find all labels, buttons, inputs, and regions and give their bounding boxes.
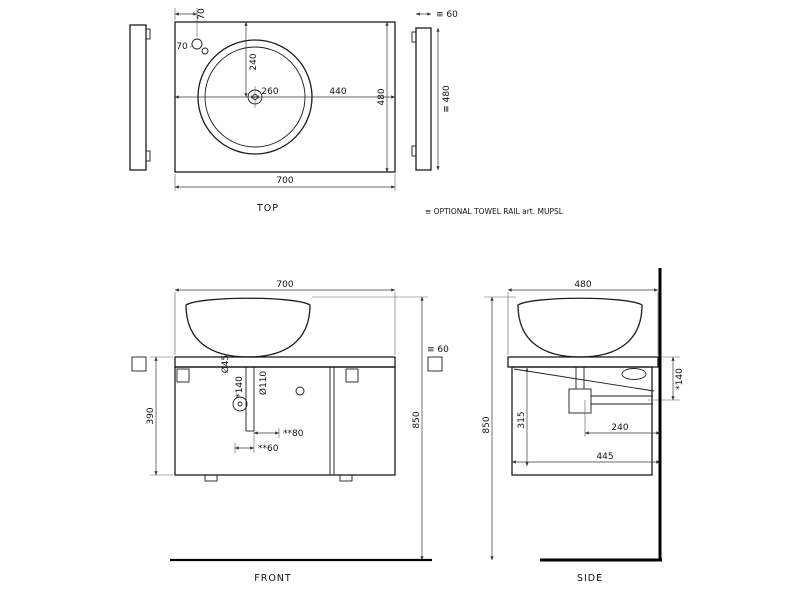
side-dimension-lines	[484, 288, 680, 561]
dim-siphon-diameter: Ø110	[258, 371, 269, 396]
dim-offset-a: **80	[283, 429, 304, 439]
dim-rail-section: ≡ 60	[436, 10, 458, 20]
dim-front-total-height: 850	[412, 411, 422, 428]
dim-front-rail-section: ≡ 60	[427, 345, 449, 355]
dim-basin-top: 240	[249, 53, 259, 70]
dim-inner-height: 315	[517, 411, 527, 428]
basin-side	[517, 297, 643, 358]
dim-rail-length: ≡ 480	[442, 85, 452, 113]
side-view: 480 850 315 240 445 *140 SIDE	[482, 268, 685, 584]
faucet-holes	[191, 38, 209, 55]
side-view-label: SIDE	[577, 573, 603, 584]
bracket-left	[176, 368, 190, 383]
towel-rail-note: ≡ OPTIONAL TOWEL RAIL art. MUPSL	[425, 207, 564, 216]
front-view-label: FRONT	[254, 573, 291, 584]
dim-depth-480: 480	[377, 88, 387, 105]
cabinet-divider	[329, 367, 335, 475]
glide-right	[339, 474, 353, 482]
top-view: 70 70 240 260 440 480 700 ≡ 60 ≡ 480 TOP…	[129, 8, 564, 216]
dim-width-700: 700	[276, 176, 293, 186]
towel-rail-left-plan	[129, 24, 151, 171]
cabinet-front	[174, 366, 396, 476]
dim-rail-drop: *140	[675, 368, 685, 390]
dim-faucet-y: 70	[176, 42, 188, 52]
dim-side-depth: 480	[574, 280, 591, 290]
front-dimension-lines	[150, 288, 428, 561]
dim-drain-diameter: Ø45	[220, 355, 231, 374]
basin-front	[185, 297, 311, 358]
glide-left	[204, 474, 218, 482]
dim-offset-b: **60	[258, 444, 279, 454]
dim-side-total-height: 850	[482, 416, 492, 433]
countertop-side	[507, 356, 659, 368]
plumbing-front	[232, 367, 305, 432]
cabinet-side	[511, 366, 653, 476]
dim-trap-height: *140	[235, 376, 245, 398]
dim-overall-depth: 445	[596, 452, 613, 462]
dim-basin-left: 260	[261, 87, 278, 97]
front-view: Ø45 *140 Ø110 **80 **60 700 390 850 ≡ 60…	[131, 280, 449, 584]
dim-basin-right: 440	[329, 87, 346, 97]
towel-rail-right-plan	[411, 27, 432, 171]
dim-front-width: 700	[276, 280, 293, 290]
towel-rail-side	[621, 368, 647, 380]
plumbing-side	[568, 367, 653, 414]
bracket-right	[345, 368, 359, 383]
countertop-front	[174, 356, 396, 368]
towel-rail-stub-right	[427, 356, 443, 372]
towel-rail-stub-left	[131, 356, 147, 372]
dim-cabinet-height: 390	[146, 407, 156, 424]
dim-trap-from-wall: 240	[611, 423, 628, 433]
dim-faucet-x: 70	[197, 8, 207, 20]
top-view-label: TOP	[256, 203, 279, 214]
top-dimension-lines	[174, 8, 440, 191]
